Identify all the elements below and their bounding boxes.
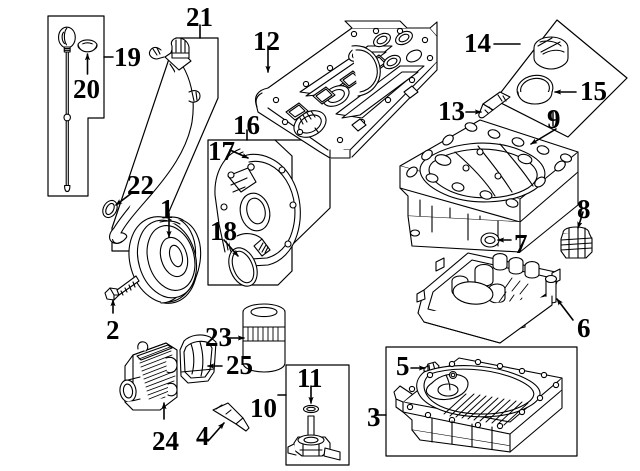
part-crankshaft-pulley <box>128 216 202 304</box>
callout-22: 22 <box>127 170 154 200</box>
callout-21: 21 <box>186 2 213 32</box>
leader-8 <box>577 211 584 229</box>
callout-16: 16 <box>233 110 260 140</box>
part-o-ring-7 <box>480 232 500 248</box>
part-oil-cooler-gasket <box>179 334 217 384</box>
part-dipstick-seal <box>77 39 98 53</box>
part-oil-filler-cap <box>533 36 569 70</box>
part-oil-filter <box>242 303 286 373</box>
callout-14: 14 <box>464 28 491 58</box>
callout-8: 8 <box>577 194 591 224</box>
part-dipstick-assembly <box>58 26 76 193</box>
callout-13: 13 <box>438 96 465 126</box>
part-oil-filler-cap-seal <box>516 74 554 105</box>
callout-7: 7 <box>514 229 528 259</box>
callout-5: 5 <box>396 351 410 381</box>
callout-18: 18 <box>210 216 237 246</box>
part-oil-level-sensor <box>287 415 341 461</box>
callout-1: 1 <box>160 194 174 224</box>
part-front-cover-o-ring <box>228 247 258 287</box>
leader-18 <box>223 239 239 257</box>
part-oil-filter-housing-cap <box>560 226 593 259</box>
callout-25: 25 <box>226 350 253 380</box>
callout-4: 4 <box>196 421 210 451</box>
part-oil-level-sensor-seal <box>302 404 320 414</box>
callout-23: 23 <box>205 322 232 352</box>
callout-11: 11 <box>297 363 323 393</box>
part-dipstick-tube-o-ring <box>102 199 118 219</box>
leader-22 <box>115 191 134 206</box>
group-box-dipstick <box>47 15 105 197</box>
callout-19: 19 <box>114 42 141 72</box>
leader-6 <box>556 298 574 321</box>
part-dipstick-tube <box>109 37 201 244</box>
callout-24: 24 <box>152 426 179 456</box>
callout-9: 9 <box>547 104 561 134</box>
leader-4 <box>208 422 225 441</box>
group-box-filler-cap-kit <box>494 19 628 138</box>
part-lower-oil-pan <box>393 357 563 453</box>
part-front-cover-housing <box>214 148 301 267</box>
leader-17 <box>229 149 249 159</box>
callout-2: 2 <box>106 315 120 345</box>
callout-20: 20 <box>73 74 100 104</box>
leader-9 <box>530 128 557 145</box>
callout-10: 10 <box>250 393 277 423</box>
part-upper-oil-pan <box>395 119 579 253</box>
part-valve-cover <box>254 20 440 160</box>
callout-17: 17 <box>208 136 235 166</box>
callout-3: 3 <box>367 402 381 432</box>
part-oil-baffle <box>416 252 561 344</box>
callout-15: 15 <box>580 76 607 106</box>
callout-12: 12 <box>253 26 280 56</box>
part-pulley-bolt <box>104 275 140 301</box>
part-sealant-tube <box>212 402 250 432</box>
callout-6: 6 <box>577 313 591 343</box>
part-oil-cooler <box>119 341 178 411</box>
